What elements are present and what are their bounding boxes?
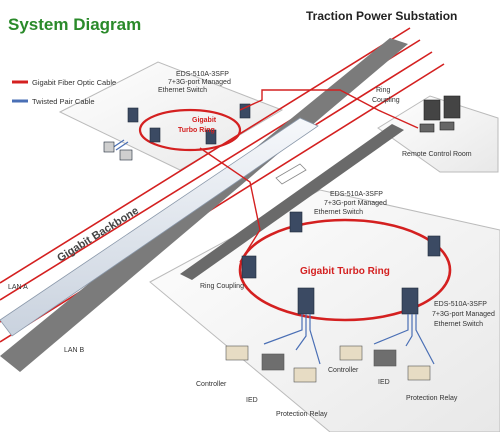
right-switch-line2: 7+3G-port Managed [432,311,495,318]
top-coupling-fiber [199,89,419,263]
left-ied-label: IED [246,397,258,404]
field-devices [225,345,431,383]
top-switch-line2: 7+3G-port Managed [168,79,231,86]
big-turbo-ring [238,218,452,322]
right-ied-label: IED [378,379,390,386]
small-ring-line1: Gigabit [192,117,217,124]
remote-control-room-label: Remote Control Room [402,151,472,158]
ring-coupling-top-line2: Coupling [372,97,400,104]
left-relay-label: Protection Relay [276,411,328,418]
mid-switch-line2: 7+3G-port Managed [324,200,387,207]
lan-b-label: LAN B [64,347,85,354]
big-ring-label: Gigabit Turbo Ring [300,266,390,277]
right-switch-line1: EDS-510A-3SFP [434,301,487,308]
right-switch-line3: Ethernet Switch [434,321,483,328]
legend-twisted-label: Twisted Pair Cable [32,97,95,106]
top-switch-line3: Ethernet Switch [158,87,207,94]
right-controller-label: Controller [328,367,359,374]
small-ring-line2: Turbo Ring [178,127,215,134]
mid-switch-line3: Ethernet Switch [314,209,363,216]
legend-fiber-label: Gigabit Fiber Optic Cable [32,78,116,87]
lan-a-label: LAN A [8,284,28,291]
header-label: Traction Power Substation [306,9,457,23]
train [0,117,319,337]
ring-coupling-top-line1: Ring [376,87,391,94]
small-turbo-ring [138,108,242,152]
mid-switch-line1: EDS-510A-3SFP [330,191,383,198]
top-switch-line1: EDS-510A-3SFP [176,71,229,78]
page-title: System Diagram [8,15,141,34]
field-twisted-cables [263,314,435,365]
remote-control-room-servers [419,95,461,133]
top-left-platform [58,61,284,171]
top-switches [103,103,251,161]
right-relay-label: Protection Relay [406,395,458,402]
ring-coupling-bottom-label: Ring Coupling [200,283,244,290]
big-ring-switches [241,211,441,315]
left-controller-label: Controller [196,381,227,388]
top-right-platform [377,95,499,173]
